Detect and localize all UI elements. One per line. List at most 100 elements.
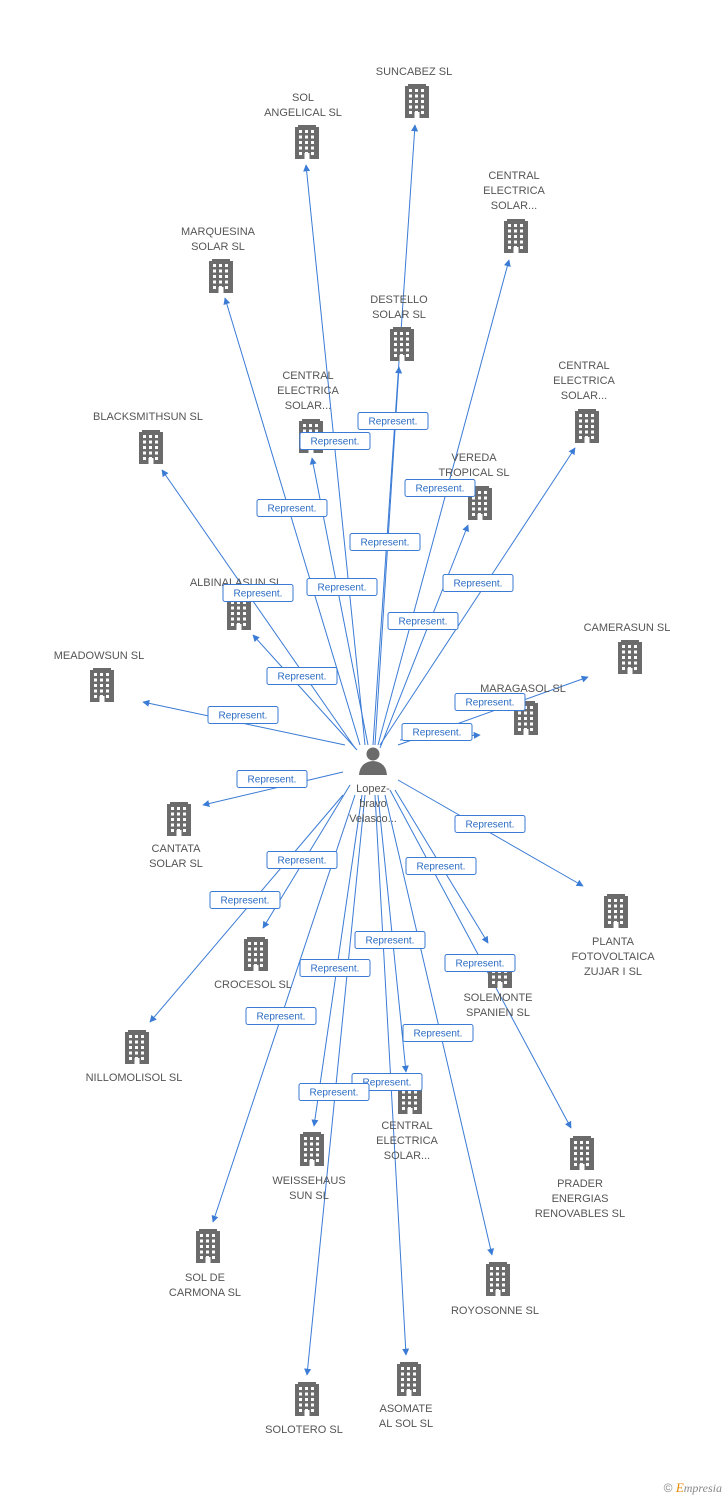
company-label[interactable]: CENTRAL <box>282 370 333 382</box>
company-node-cantata-solar[interactable]: CANTATA SOLAR SL <box>149 802 203 870</box>
company-node-weissehaus-sun[interactable]: WEISSEHAUS SUN SL <box>272 1132 346 1202</box>
edge-label-vereda-tropical: Represent. <box>387 612 459 630</box>
company-label[interactable]: PRADER <box>557 1178 603 1190</box>
nodes-layer: SUNCABEZ SL SOL ANGELICAL SL CENTRAL ELECTRI… <box>54 66 671 1436</box>
person-node[interactable]: Lopez-bravoVelasco... <box>349 747 397 826</box>
company-node-royosonne[interactable]: ROYOSONNE SL <box>451 1262 539 1317</box>
building-icon <box>486 1262 510 1296</box>
company-label[interactable]: ENERGIAS <box>552 1193 609 1205</box>
company-label[interactable]: SUNCABEZ SL <box>376 66 452 78</box>
company-label[interactable]: SOLAR SL <box>149 858 203 870</box>
edge-label-text: Represent. <box>416 484 465 495</box>
company-label[interactable]: VEREDA <box>451 452 497 464</box>
edge-label-solotero: Represent. <box>298 1083 370 1101</box>
company-node-suncabez[interactable]: SUNCABEZ SL <box>376 66 452 118</box>
edge-label-central-electrica-1: Represent. <box>404 479 476 497</box>
company-label[interactable]: SPANIEN SL <box>466 1007 530 1019</box>
company-node-sol-angelical[interactable]: SOL ANGELICAL SL <box>264 92 342 159</box>
company-node-meadowsun[interactable]: MEADOWSUN SL <box>54 650 144 702</box>
company-label[interactable]: ELECTRICA <box>277 385 339 397</box>
company-node-prader-energias[interactable]: PRADER ENERGIAS RENOVABLES SL <box>535 1136 625 1220</box>
company-label[interactable]: BLACKSMITHSUN SL <box>93 411 203 423</box>
company-label[interactable]: CROCESOL SL <box>214 979 292 991</box>
company-label[interactable]: ELECTRICA <box>553 375 615 387</box>
company-label[interactable]: CANTATA <box>152 843 202 855</box>
company-label[interactable]: CENTRAL <box>488 170 539 182</box>
edge-label-albinalasun: Represent. <box>266 667 338 685</box>
company-node-marquesina-solar[interactable]: MARQUESINA SOLAR SL <box>181 226 256 293</box>
company-label[interactable]: ANGELICAL SL <box>264 107 342 119</box>
company-label[interactable]: SOLAR... <box>285 400 331 412</box>
edge-label-text: Represent. <box>278 856 327 867</box>
company-node-destello-solar[interactable]: DESTELLO SOLAR SL <box>370 294 428 361</box>
company-label[interactable]: CENTRAL <box>381 1120 432 1132</box>
edge-cantata-solar <box>202 771 344 807</box>
company-label[interactable]: SOLEMONTE <box>463 992 532 1004</box>
company-label[interactable]: SOLOTERO SL <box>265 1424 343 1436</box>
company-label[interactable]: WEISSEHAUS <box>272 1175 345 1187</box>
company-label[interactable]: MEADOWSUN SL <box>54 650 144 662</box>
building-icon <box>125 1030 149 1064</box>
company-node-albinalasun[interactable]: ALBINALASUN SL <box>190 577 282 630</box>
company-label[interactable]: DESTELLO <box>370 294 428 306</box>
company-node-central-electrica-2[interactable]: CENTRAL ELECTRICA SOLAR... <box>277 370 340 453</box>
edge-labels-layer: Represent. Represent. Represent. Represent.… <box>207 412 526 1101</box>
company-label[interactable]: ELECTRICA <box>376 1135 438 1147</box>
edge-label-text: Represent. <box>257 1012 306 1023</box>
company-label[interactable]: NILLOMOLISOL SL <box>86 1072 183 1084</box>
company-label[interactable]: SOLAR SL <box>191 241 245 253</box>
edge-label-text: Represent. <box>454 579 503 590</box>
company-label[interactable]: ASOMATE <box>380 1403 433 1415</box>
building-icon <box>209 259 233 293</box>
company-label[interactable]: SOL <box>292 92 314 104</box>
person-label[interactable]: Velasco... <box>349 813 397 825</box>
company-label[interactable]: SOLAR... <box>491 200 537 212</box>
company-label[interactable]: PLANTA <box>592 936 635 948</box>
edge-label-text: Represent. <box>414 1029 463 1040</box>
company-node-blacksmithsun[interactable]: BLACKSMITHSUN SL <box>93 411 203 464</box>
building-icon <box>295 125 319 159</box>
company-label[interactable]: TROPICAL SL <box>438 467 509 479</box>
company-label[interactable]: RENOVABLES SL <box>535 1208 625 1220</box>
edge-label-central-electrica-2: Represent. <box>306 578 378 596</box>
company-node-asomate-al-sol[interactable]: ASOMATE AL SOL SL <box>379 1362 433 1430</box>
edge-central-electrica-1 <box>377 259 511 746</box>
company-node-central-electrica-3[interactable]: CENTRAL ELECTRICA SOLAR... <box>553 360 616 443</box>
company-node-crocesol[interactable]: CROCESOL SL <box>214 937 292 991</box>
company-node-planta-fotovoltaica[interactable]: PLANTA FOTOVOLTAICA ZUJAR I SL <box>571 894 655 978</box>
company-node-central-electrica-1[interactable]: CENTRAL ELECTRICA SOLAR... <box>483 170 546 253</box>
company-node-sol-de-carmona[interactable]: SOL DE CARMONA SL <box>169 1229 241 1299</box>
person-label[interactable]: Lopez- <box>356 783 390 795</box>
edge-label-text: Represent. <box>311 437 360 448</box>
person-label[interactable]: bravo <box>359 798 387 810</box>
company-node-camerasun[interactable]: CAMERASUN SL <box>584 622 671 674</box>
company-node-maragasol[interactable]: MARAGASOL SL <box>480 683 566 735</box>
company-label[interactable]: MARQUESINA <box>181 226 256 238</box>
edge-suncabez <box>372 124 419 746</box>
company-node-central-electrica-4[interactable]: CENTRAL ELECTRICA SOLAR... <box>376 1080 439 1162</box>
company-node-nillomolisol[interactable]: NILLOMOLISOL SL <box>86 1030 183 1084</box>
building-icon <box>604 894 628 928</box>
company-label[interactable]: MARAGASOL SL <box>480 683 566 695</box>
company-label[interactable]: ZUJAR I SL <box>584 966 642 978</box>
company-node-vereda-tropical[interactable]: VEREDA TROPICAL SL <box>438 452 510 520</box>
company-label[interactable]: CAMERASUN SL <box>584 622 671 634</box>
edge-vereda-tropical <box>379 524 469 749</box>
building-icon <box>295 1382 319 1416</box>
company-label[interactable]: CENTRAL <box>558 360 609 372</box>
company-label[interactable]: ELECTRICA <box>483 185 545 197</box>
building-icon <box>196 1229 220 1263</box>
edge-label-meadowsun: Represent. <box>207 706 279 724</box>
edge-label-text: Represent. <box>248 775 297 786</box>
company-label[interactable]: AL SOL SL <box>379 1418 433 1430</box>
company-label[interactable]: FOTOVOLTAICA <box>571 951 655 963</box>
company-label[interactable]: CARMONA SL <box>169 1287 241 1299</box>
company-label[interactable]: ROYOSONNE SL <box>451 1305 539 1317</box>
company-label[interactable]: SUN SL <box>289 1190 329 1202</box>
edge-label-central-electrica-4: Represent. <box>354 931 426 949</box>
company-node-solotero[interactable]: SOLOTERO SL <box>265 1382 343 1436</box>
company-label[interactable]: SOLAR SL <box>372 309 426 321</box>
company-label[interactable]: SOLAR... <box>561 390 607 402</box>
company-label[interactable]: SOLAR... <box>384 1150 430 1162</box>
company-label[interactable]: SOL DE <box>185 1272 225 1284</box>
